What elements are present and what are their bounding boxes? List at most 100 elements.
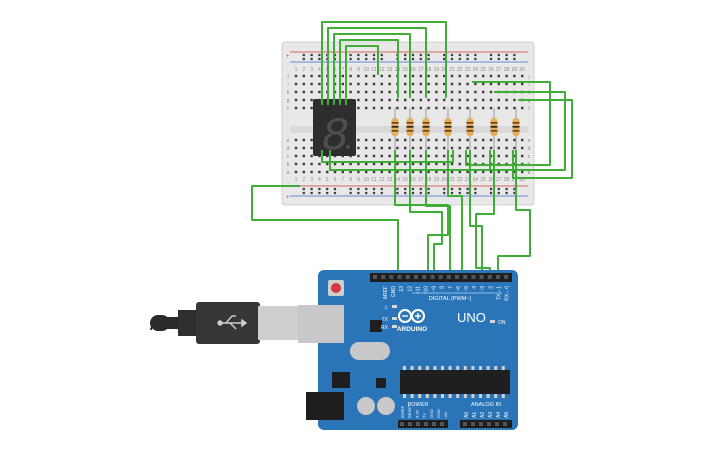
wire-12[interactable]	[394, 150, 449, 282]
header-hole[interactable]	[408, 422, 412, 426]
wire-6[interactable]	[465, 81, 551, 166]
header-hole[interactable]	[463, 275, 468, 279]
breadboard-hole	[365, 98, 368, 102]
row-letter: i	[528, 82, 529, 88]
arduino-logo-icon	[398, 309, 425, 323]
chip-pin	[479, 394, 482, 398]
header-hole[interactable]	[389, 275, 394, 279]
header-hole[interactable]	[503, 422, 507, 426]
breadboard-hole	[458, 146, 461, 150]
rail-hole	[349, 191, 352, 195]
breadboard-hole	[466, 154, 469, 158]
header-hole[interactable]	[432, 422, 436, 426]
resistor[interactable]	[466, 108, 474, 150]
breadboard-hole	[372, 162, 376, 166]
breadboard-hole	[435, 146, 438, 150]
breadboard-hole	[513, 98, 516, 102]
header-hole[interactable]	[430, 275, 435, 279]
header-hole[interactable]	[463, 422, 467, 426]
header-hole[interactable]	[479, 422, 483, 426]
header-hole[interactable]	[422, 275, 427, 279]
wire-9[interactable]	[321, 150, 454, 163]
header-hole[interactable]	[487, 275, 492, 279]
wire-7[interactable]	[489, 91, 566, 171]
breadboard-hole	[357, 98, 360, 102]
rail-hole	[474, 191, 477, 195]
column-number: 26	[488, 177, 494, 183]
header-hole[interactable]	[471, 422, 475, 426]
breadboard-hole	[341, 170, 344, 174]
breadboard-hole	[302, 138, 305, 142]
resistor[interactable]	[391, 108, 399, 150]
rail-hole	[365, 187, 368, 191]
header-hole[interactable]	[504, 275, 509, 279]
chip-pin	[425, 394, 429, 398]
chip-pin	[479, 366, 482, 370]
breadboard-hole	[294, 162, 298, 166]
breadboard-hole	[482, 170, 485, 174]
wire-14[interactable]	[425, 150, 451, 282]
header-hole[interactable]	[455, 275, 459, 279]
header-hole[interactable]	[373, 275, 377, 279]
rail-hole	[357, 187, 360, 191]
power-header-strip[interactable]	[398, 420, 448, 428]
wire-1[interactable]	[321, 21, 447, 105]
rail-hole	[443, 53, 446, 57]
header-hole[interactable]	[381, 275, 386, 279]
wire-8[interactable]	[512, 99, 573, 179]
header-hole[interactable]	[438, 275, 443, 279]
wire-4[interactable]	[339, 39, 399, 105]
header-hole[interactable]	[479, 275, 484, 279]
wire-13[interactable]	[409, 150, 443, 282]
header-hole[interactable]	[471, 275, 476, 279]
column-number: 4	[318, 177, 321, 183]
wire-18[interactable]	[497, 150, 531, 282]
wire-15[interactable]	[447, 150, 463, 282]
header-hole[interactable]	[405, 275, 410, 279]
breadboard-hole	[450, 98, 454, 102]
resistor[interactable]	[512, 108, 520, 150]
usb-cable[interactable]	[150, 302, 298, 344]
header-hole[interactable]	[446, 275, 451, 279]
header-hole[interactable]	[487, 422, 491, 426]
chip-pin	[501, 394, 505, 398]
wire-11[interactable]	[251, 185, 399, 282]
digital-pin-label: ~6	[456, 286, 462, 292]
header-hole[interactable]	[397, 275, 402, 279]
breadboard-hole	[427, 138, 430, 142]
breadboard-hole	[443, 170, 446, 174]
rail-hole	[372, 191, 376, 195]
breadboard-hole	[458, 138, 461, 142]
breadboard-hole	[466, 74, 469, 78]
column-number: 8	[349, 177, 352, 183]
reset-button[interactable]	[331, 283, 341, 293]
breadboard-hole	[357, 146, 360, 150]
header-hole[interactable]	[440, 422, 444, 426]
breadboard-hole	[302, 98, 305, 102]
resistor[interactable]	[444, 108, 452, 150]
column-number: 6	[334, 177, 337, 183]
header-hole[interactable]	[414, 275, 418, 279]
header-hole[interactable]	[496, 275, 500, 279]
column-number: 30	[519, 67, 525, 73]
rail-hole	[349, 187, 352, 191]
breadboard-hole	[505, 82, 508, 86]
header-hole[interactable]	[416, 422, 420, 426]
wire-5[interactable]	[345, 45, 379, 105]
analog-header-strip[interactable]	[460, 420, 512, 428]
wire-2[interactable]	[327, 27, 427, 105]
breadboard-hole	[505, 170, 508, 174]
seven-segment-display[interactable]: 8	[313, 99, 356, 163]
header-hole[interactable]	[495, 422, 499, 426]
wire-3[interactable]	[333, 33, 411, 105]
breadboard-hole	[388, 90, 391, 94]
header-hole[interactable]	[424, 422, 428, 426]
resistor[interactable]	[406, 108, 414, 150]
wire-10[interactable]	[329, 150, 510, 171]
resistor[interactable]	[490, 108, 498, 150]
header-hole[interactable]	[400, 422, 404, 426]
breadboard-hole	[372, 90, 376, 94]
rail-hole	[497, 57, 500, 61]
resistor[interactable]	[422, 108, 430, 150]
